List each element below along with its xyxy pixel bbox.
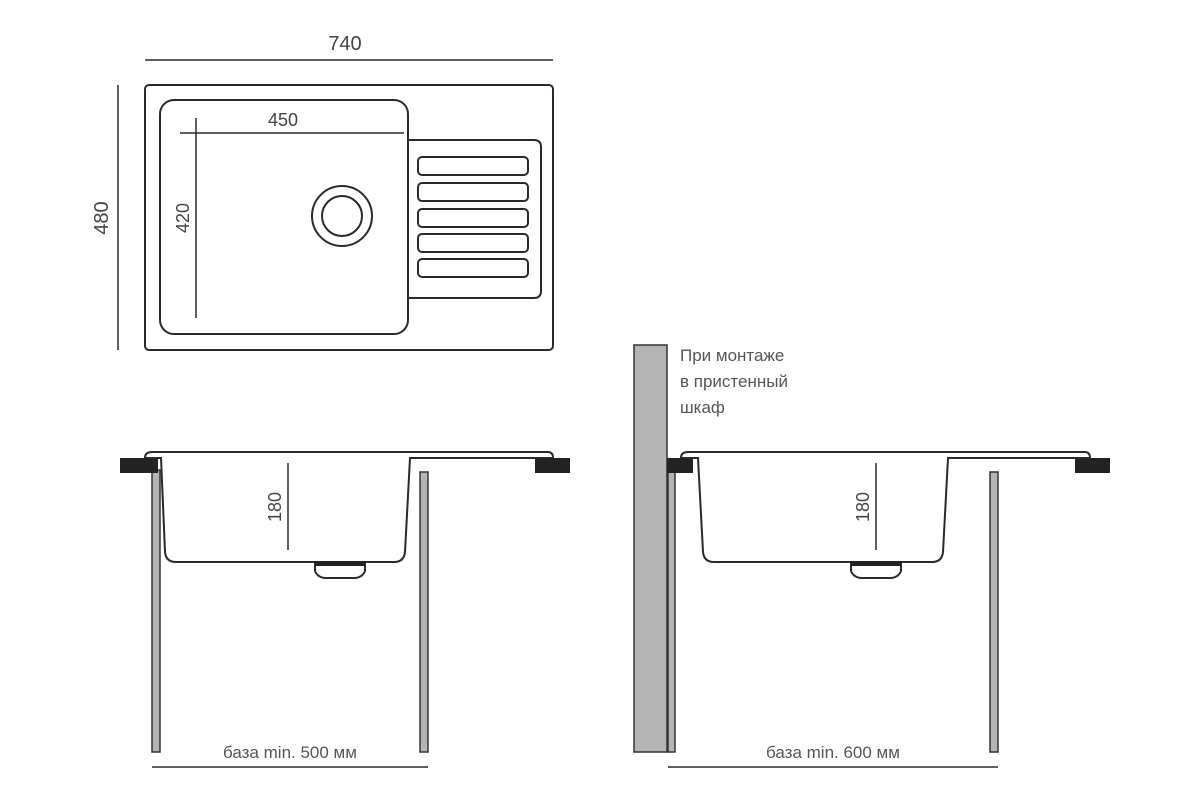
depth-dimension-label: 480 bbox=[91, 201, 113, 234]
sink-profile bbox=[679, 451, 1092, 563]
width-dimension-label: 740 bbox=[328, 33, 361, 55]
bowl-height-label: 180 bbox=[853, 492, 873, 522]
note-line-2: в пристенный bbox=[680, 372, 788, 391]
cabinet-wall-left bbox=[151, 469, 161, 753]
drain-profile bbox=[850, 562, 902, 579]
drain-outer bbox=[311, 185, 373, 247]
wall-panel bbox=[633, 344, 668, 753]
cabinet-wall-left bbox=[667, 469, 676, 753]
bowl-height-label: 180 bbox=[265, 492, 285, 522]
drainboard-slots bbox=[417, 156, 529, 278]
note-line-1: При монтаже bbox=[680, 346, 784, 365]
drain-profile bbox=[314, 562, 366, 579]
bowl-depth-label: 420 bbox=[173, 203, 193, 233]
note-line-3: шкаф bbox=[680, 398, 725, 417]
cabinet-wall-right bbox=[989, 471, 999, 753]
bowl-outline bbox=[159, 99, 409, 335]
countertop-right bbox=[535, 458, 570, 473]
countertop-left bbox=[667, 458, 693, 473]
drain-inner bbox=[321, 195, 363, 237]
top-view: 740 480 450 420 bbox=[91, 33, 554, 351]
drainboard-outline bbox=[408, 139, 542, 299]
bowl-width-label: 450 bbox=[268, 110, 298, 130]
side-view-standard: 180 база min. 500 мм bbox=[120, 451, 570, 768]
countertop-right bbox=[1075, 458, 1110, 473]
side-view-wall: При монтаже в пристенный шкаф 180 база m… bbox=[633, 344, 1110, 768]
cabinet-wall-right bbox=[419, 471, 429, 753]
sink-outline bbox=[144, 84, 554, 351]
base-label: база min. 600 мм bbox=[766, 743, 900, 762]
sink-profile bbox=[143, 451, 555, 563]
countertop-left bbox=[120, 458, 158, 473]
base-label: база min. 500 мм bbox=[223, 743, 357, 762]
